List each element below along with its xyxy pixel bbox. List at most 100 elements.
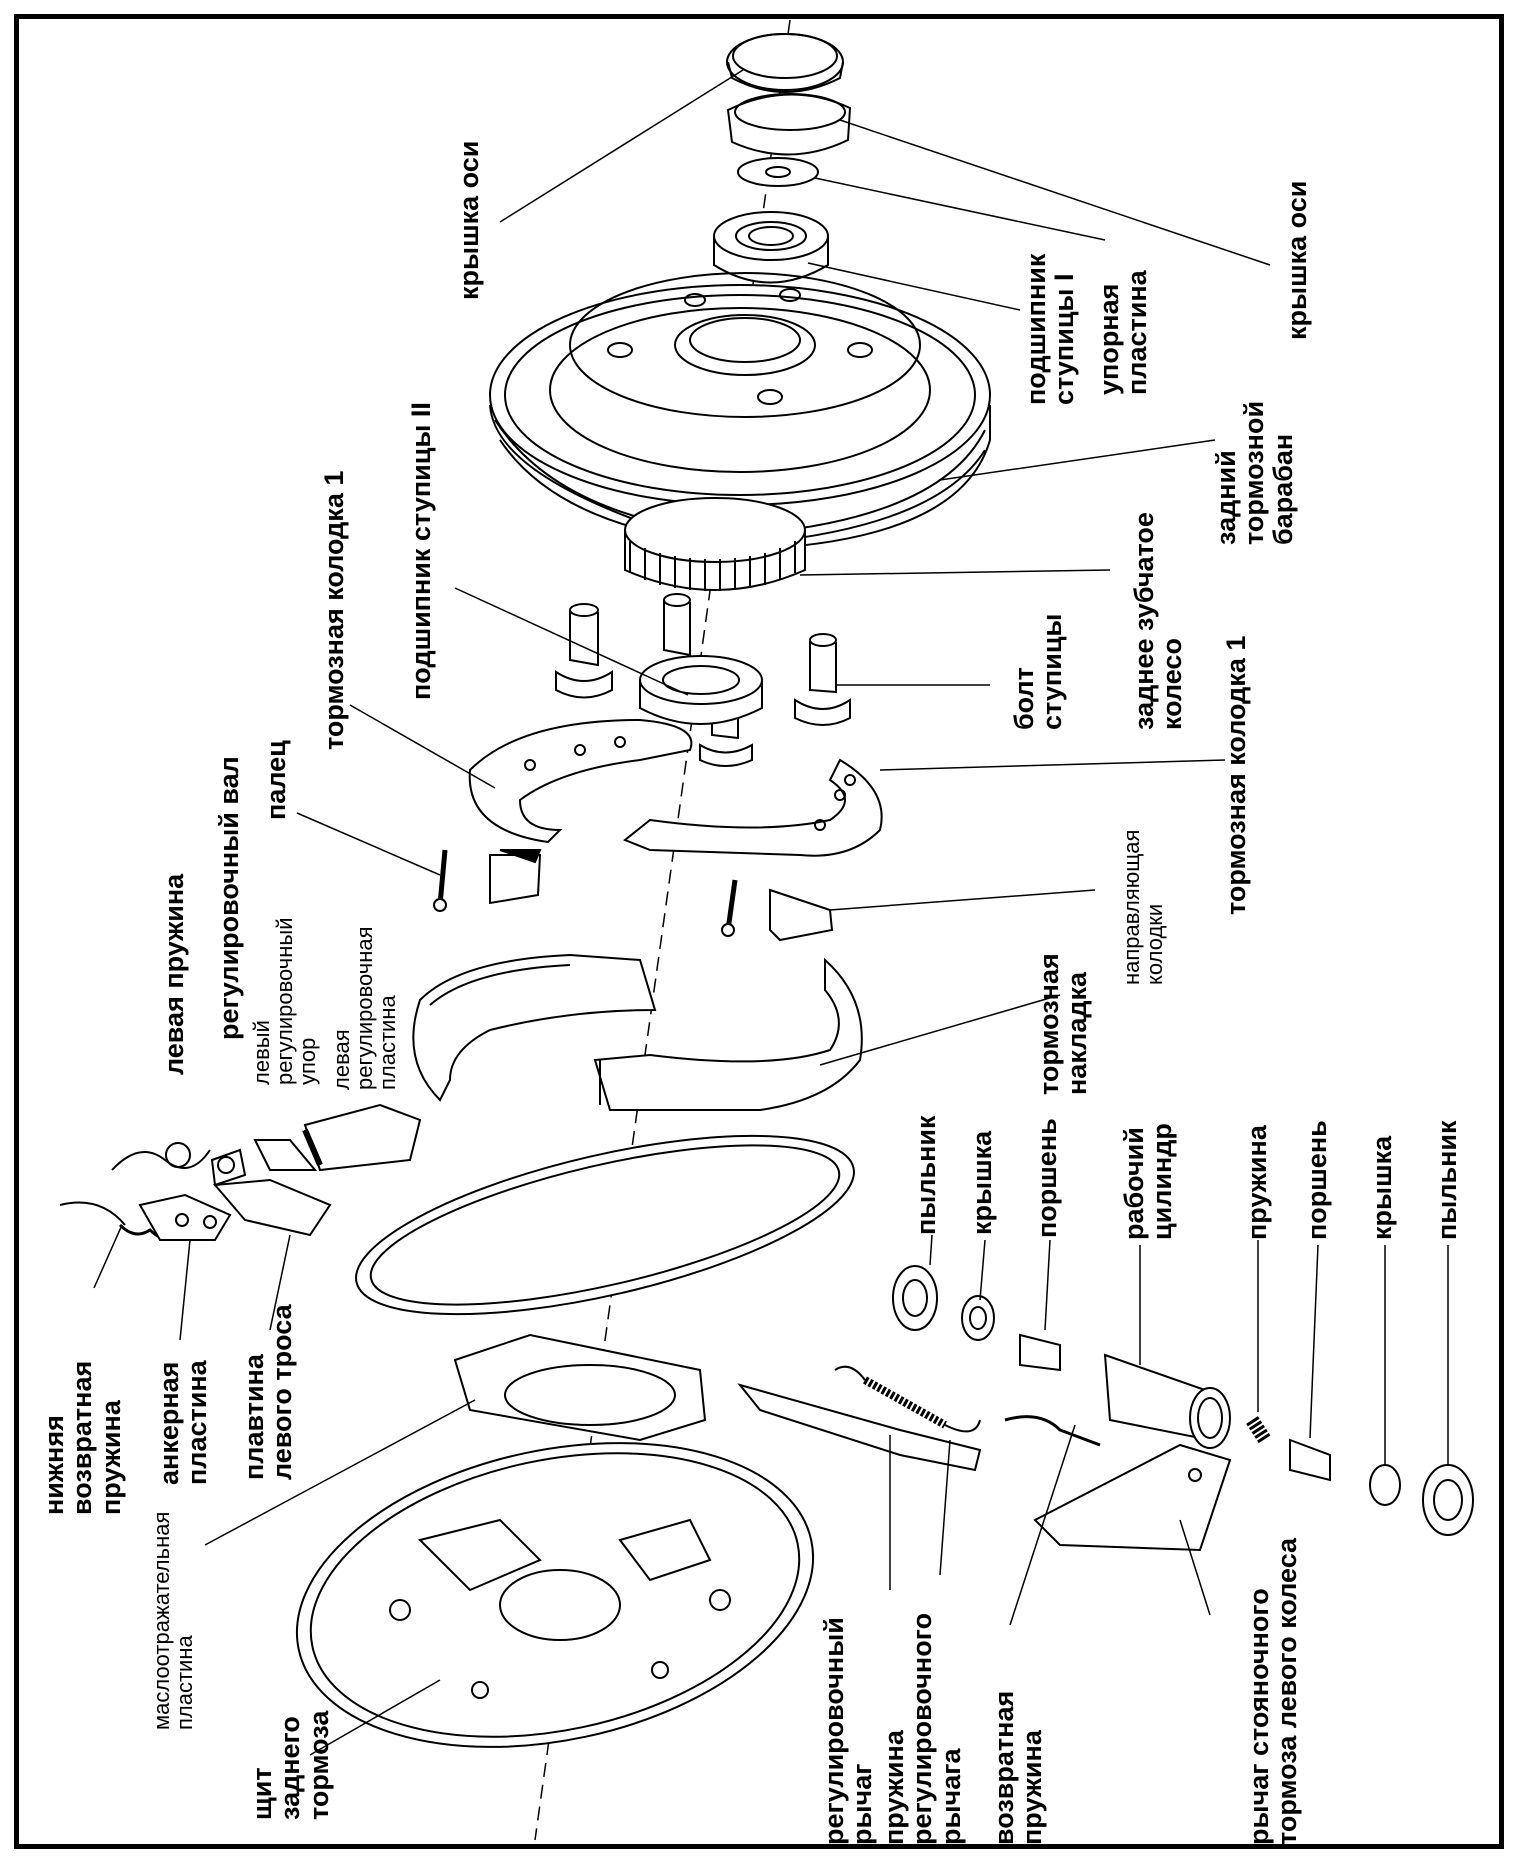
label-line: пластина xyxy=(1122,270,1153,395)
label-line: левая пружина xyxy=(159,873,189,1075)
brake-lining-right-part xyxy=(593,957,863,1111)
label-line: тормозная колодка 1 xyxy=(1221,635,1251,915)
label-line: тормозная колодка 1 xyxy=(319,470,349,750)
label-line: анкерная xyxy=(154,1361,184,1485)
wheel-cylinder-part xyxy=(1103,1353,1231,1449)
label-line: упор xyxy=(295,1037,321,1085)
adjusting-shaft-part xyxy=(210,1148,247,1187)
label-line: рычага xyxy=(935,1748,966,1845)
diagram-frame xyxy=(14,14,1504,1849)
label-cap-2: крышка xyxy=(1367,1136,1397,1240)
label-line: регулировочная xyxy=(352,926,378,1090)
brake-drum-part xyxy=(489,272,991,552)
label-brake-shoe-1-left: тормозная колодка 1 xyxy=(319,470,349,750)
label-line: подшипник ступицы II xyxy=(406,402,436,700)
label-line: пружина xyxy=(879,1730,909,1845)
label-line: цилиндр xyxy=(1147,1123,1178,1240)
label-line: палец xyxy=(261,740,291,820)
adjusting-lever-spring-part xyxy=(834,1365,981,1433)
label-line: пружина xyxy=(1017,1730,1048,1845)
axle-cap-part xyxy=(726,33,844,93)
parking-lever-part xyxy=(1033,1443,1232,1552)
label-line: колодки xyxy=(1142,903,1168,985)
label-brake-shoe-1-right: тормозная колодка 1 xyxy=(1221,635,1251,915)
label-line: ступицы xyxy=(1037,613,1068,731)
label-line: регулировочный xyxy=(819,1617,849,1845)
label-axle-cap-2: крышка оси xyxy=(1282,180,1312,340)
label-line: рабочий xyxy=(1119,1127,1149,1240)
label-line: заднего xyxy=(275,1716,306,1820)
leader-lines xyxy=(93,69,1449,1756)
label-line: пружина xyxy=(1242,1125,1272,1240)
brake-shoe-1-left-part xyxy=(468,718,693,844)
hub-bolt-part-1 xyxy=(555,603,613,699)
label-line: тормозной xyxy=(1239,400,1270,545)
rear-gear-part xyxy=(624,497,806,591)
oil-deflector-part xyxy=(453,1333,707,1442)
label-hub-bearing-2: подшипник ступицы II xyxy=(406,402,436,700)
label-line: пружина xyxy=(95,1400,126,1515)
label-line: тормоза левого колеса xyxy=(1272,1537,1303,1845)
label-line: направляющая xyxy=(1119,829,1144,985)
label-line: регулировочный xyxy=(272,917,298,1085)
label-line: крышка оси xyxy=(454,140,484,300)
label-line: регулировочный вал xyxy=(214,756,244,1040)
adjusting-lever-part xyxy=(737,1383,982,1472)
label-line: пыльник xyxy=(911,1115,941,1235)
label-line: левый xyxy=(249,1020,274,1085)
left-spring-part xyxy=(111,1142,211,1171)
label-line: рычаг xyxy=(847,1763,878,1846)
label-left-spring: левая пружина xyxy=(159,873,189,1075)
hub-bearing-1-part xyxy=(713,211,829,284)
label-pin: палец xyxy=(261,740,291,820)
backing-plate-part xyxy=(295,1442,815,1748)
label-line: поршень xyxy=(1302,1120,1332,1240)
label-line: крышка xyxy=(967,1130,997,1235)
label-dust-cover-2: пыльник xyxy=(1432,1120,1462,1240)
label-line: возвратная xyxy=(989,1690,1019,1845)
shoe-guide-part-1 xyxy=(489,849,542,905)
cap-2-part xyxy=(1369,1464,1401,1506)
label-line: накладка xyxy=(1062,971,1093,1095)
label-line: пластина xyxy=(182,1360,213,1485)
label-line: упорная xyxy=(1094,283,1124,395)
hub-bearing-2-part xyxy=(639,655,763,725)
label-line: пыльник xyxy=(1432,1120,1462,1240)
axle-cap-ring-part xyxy=(726,93,852,156)
label-line: возвратная xyxy=(67,1360,98,1515)
dust-cover-1-part xyxy=(892,1265,938,1331)
hub-bolt-part-3 xyxy=(794,633,851,726)
brake-lining-left-part xyxy=(412,953,657,1102)
label-line: поршень xyxy=(1032,1118,1062,1238)
thrust-plate-part xyxy=(737,157,819,187)
left-adjusting-stop-part xyxy=(253,1139,318,1171)
label-piston-2: поршень xyxy=(1302,1120,1332,1240)
label-line: щит xyxy=(247,1767,277,1820)
cap-1-part xyxy=(961,1295,995,1341)
label-line: ступицы I xyxy=(1049,273,1080,406)
label-line: плавтина xyxy=(239,1354,269,1480)
label-line: крышка оси xyxy=(1282,180,1312,340)
pin-part-2 xyxy=(721,879,738,937)
spring-part xyxy=(1246,1416,1271,1444)
label-line: заднее зубчатое xyxy=(1129,512,1159,730)
brake-shoe-1-right-part xyxy=(623,758,883,857)
label-line: болт xyxy=(1009,667,1039,730)
label-axle-cap-1: крышка оси xyxy=(454,140,484,300)
dust-cover-2-part xyxy=(1422,1464,1474,1536)
label-line: пластина xyxy=(375,995,401,1090)
pin-part-1 xyxy=(433,849,448,912)
